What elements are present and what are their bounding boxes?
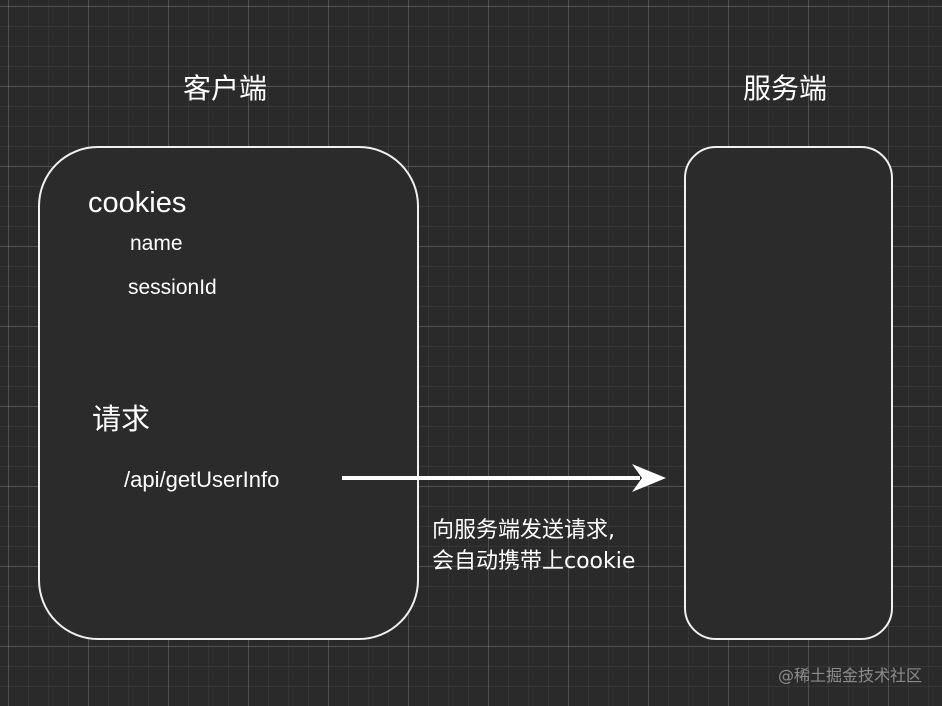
request-label: 请求 xyxy=(92,402,151,436)
server-box xyxy=(684,146,893,640)
request-arrow xyxy=(342,464,666,492)
arrow-label-line-1: 向服务端发送请求, xyxy=(432,518,615,543)
cookie-item-sessionid: sessionId xyxy=(128,276,217,299)
request-url: /api/getUserInfo xyxy=(124,467,280,492)
cookie-item-name: name xyxy=(130,232,183,255)
watermark: @稀土掘金技术社区 xyxy=(777,666,922,685)
client-title: 客户端 xyxy=(183,72,268,105)
arrow-label: 向服务端发送请求, 会自动携带上cookie xyxy=(432,515,635,577)
arrow-head-icon xyxy=(632,464,666,492)
arrow-label-line-2: 会自动携带上cookie xyxy=(432,549,636,574)
client-box xyxy=(38,146,419,640)
server-title: 服务端 xyxy=(743,72,828,105)
cookies-label: cookies xyxy=(88,187,187,219)
